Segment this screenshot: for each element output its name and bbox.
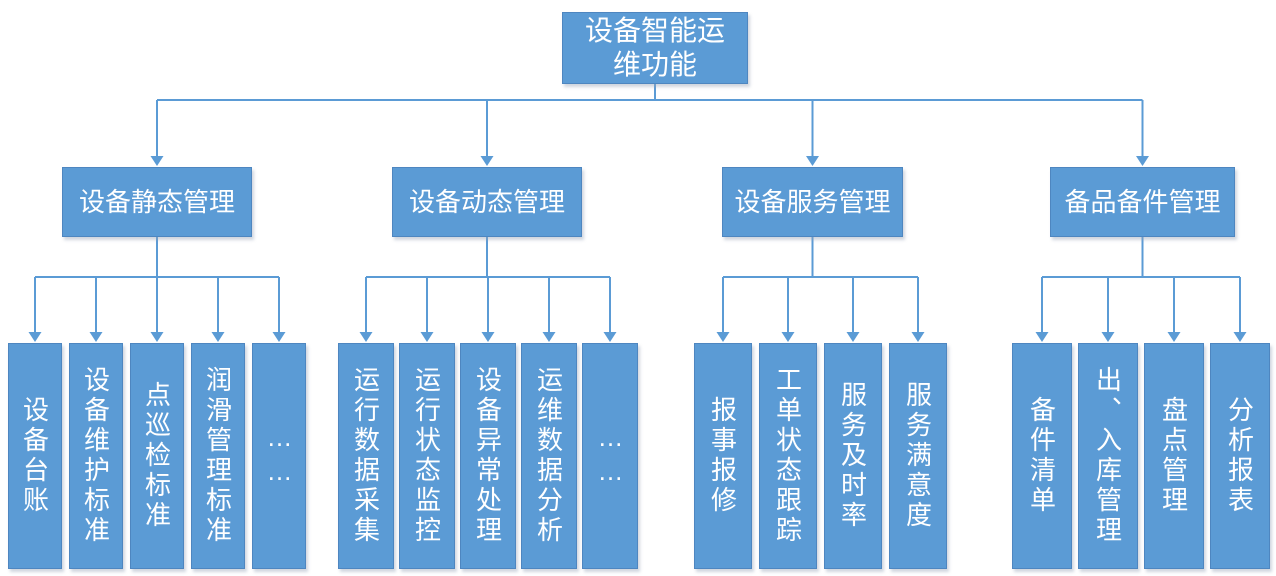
- root-node: 设备智能运维功能: [562, 12, 748, 84]
- leaf-node-3-1: 报事报修: [694, 343, 752, 569]
- branch-node-2: 设备动态管理: [392, 167, 582, 237]
- leaf-node-2-4: 运维数据分析: [521, 343, 577, 569]
- leaf-node-1-5: ……: [252, 343, 306, 569]
- leaf-node-4-2: 出、入库管理: [1078, 343, 1138, 569]
- leaf-node-1-2: 设备维护标准: [69, 343, 123, 569]
- leaf-node-label: ……: [264, 422, 295, 490]
- leaf-node-label: 设备异常处理: [472, 366, 503, 546]
- leaf-node-2-2: 运行状态监控: [399, 343, 455, 569]
- leaf-node-2-1: 运行数据采集: [338, 343, 394, 569]
- leaf-node-label: 服务满意度: [902, 381, 933, 531]
- leaf-node-1-4: 润滑管理标准: [191, 343, 245, 569]
- branch-node-label: 设备动态管理: [408, 186, 565, 217]
- leaf-node-3-2: 工单状态跟踪: [759, 343, 817, 569]
- leaf-node-label: 服务及时率: [837, 381, 868, 531]
- leaf-node-label: 设备台账: [19, 396, 50, 516]
- branch-node-1: 设备静态管理: [62, 167, 252, 237]
- root-node-label: 设备智能运维功能: [584, 14, 725, 80]
- leaf-node-label: 出、入库管理: [1092, 366, 1123, 546]
- leaf-node-1-1: 设备台账: [8, 343, 62, 569]
- leaf-node-label: 分析报表: [1224, 396, 1255, 516]
- leaf-node-label: 设备维护标准: [80, 366, 111, 546]
- leaf-node-label: 点巡检标准: [141, 381, 172, 531]
- leaf-node-4-4: 分析报表: [1210, 343, 1270, 569]
- leaf-node-4-1: 备件清单: [1012, 343, 1072, 569]
- leaf-node-4-3: 盘点管理: [1144, 343, 1204, 569]
- leaf-node-label: 运维数据分析: [533, 366, 564, 546]
- leaf-node-label: 工单状态跟踪: [772, 366, 803, 546]
- branch-node-3: 设备服务管理: [722, 167, 903, 237]
- branch-node-label: 备品备件管理: [1064, 186, 1221, 217]
- branch-node-4: 备品备件管理: [1050, 167, 1235, 237]
- branch-node-label: 设备服务管理: [734, 186, 891, 217]
- leaf-node-label: 运行状态监控: [411, 366, 442, 546]
- leaf-node-label: 盘点管理: [1158, 396, 1189, 516]
- leaf-node-label: 备件清单: [1026, 396, 1057, 516]
- leaf-node-2-5: ……: [582, 343, 638, 569]
- leaf-node-1-3: 点巡检标准: [130, 343, 184, 569]
- leaf-node-3-3: 服务及时率: [824, 343, 882, 569]
- leaf-node-label: 润滑管理标准: [202, 366, 233, 546]
- leaf-node-3-4: 服务满意度: [889, 343, 947, 569]
- leaf-node-label: 报事报修: [707, 396, 738, 516]
- leaf-node-2-3: 设备异常处理: [460, 343, 516, 569]
- leaf-node-label: 运行数据采集: [350, 366, 381, 546]
- branch-node-label: 设备静态管理: [78, 186, 235, 217]
- leaf-node-label: ……: [595, 422, 626, 490]
